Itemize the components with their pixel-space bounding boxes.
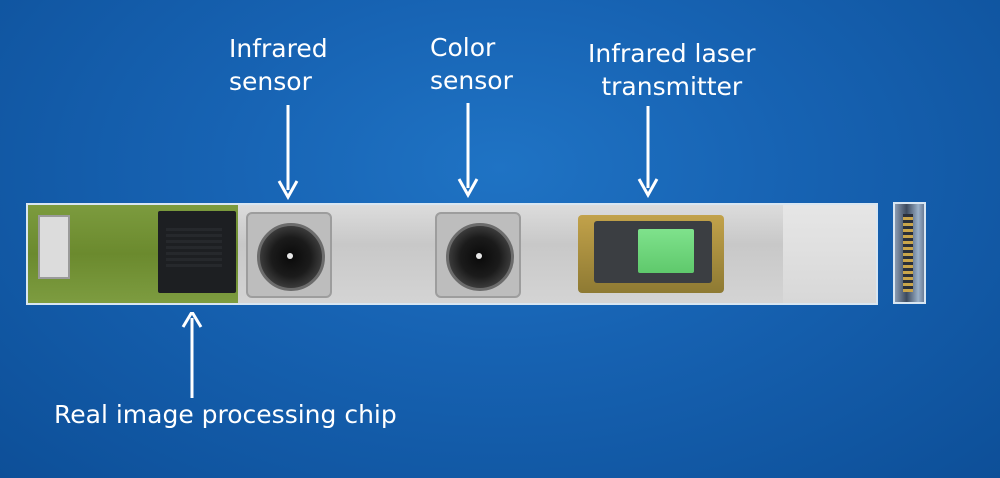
- processing-chip-label: Real image processing chip: [54, 400, 397, 429]
- laser-window: [638, 229, 694, 273]
- infrared-sensor-lens: [246, 212, 332, 298]
- color-arrow-icon: [457, 103, 479, 198]
- side-view-part: [893, 202, 926, 304]
- infrared-sensor-label: Infrared sensor: [229, 34, 328, 96]
- laser-arrow-icon: [637, 106, 659, 198]
- metal-plate: [238, 205, 876, 303]
- sensor-board-photo: [26, 203, 878, 305]
- color-sensor-label: Color sensor: [430, 33, 513, 95]
- infrared-arrow-icon: [277, 105, 299, 200]
- color-sensor-lens: [435, 212, 521, 298]
- laser-transmitter-label: Infrared laser transmitter: [588, 39, 756, 101]
- processing-chip: [158, 211, 236, 293]
- circuit-board: [28, 205, 238, 303]
- connector-icon: [38, 215, 70, 279]
- chip-arrow-icon: [181, 312, 203, 398]
